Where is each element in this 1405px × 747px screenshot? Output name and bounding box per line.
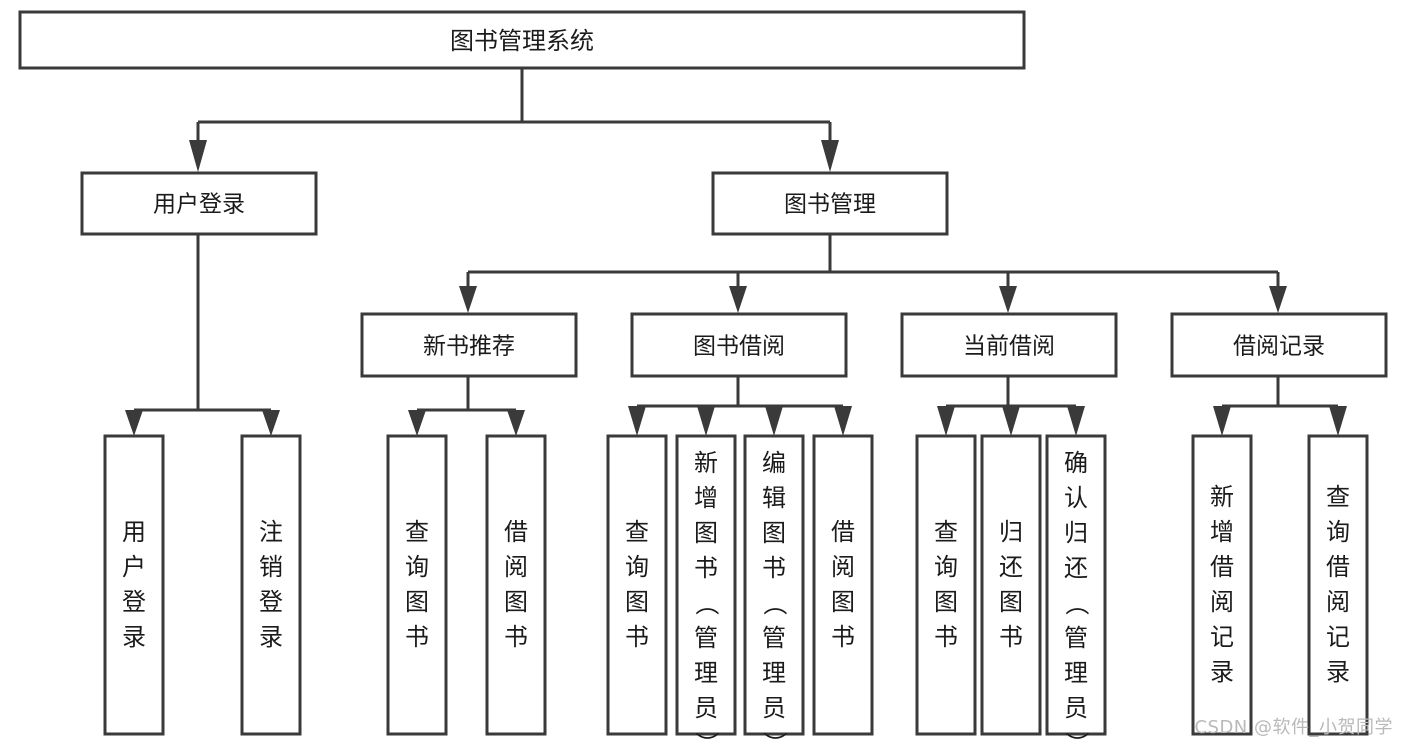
node-leaf-query-book-3[interactable]: [915, 434, 977, 736]
arrow-br-to-leaf-2: [1329, 406, 1347, 436]
user-login-box[interactable]: [80, 171, 318, 236]
node-leaf-query-book-1[interactable]: [386, 434, 448, 736]
node-leaf-add-book[interactable]: [675, 434, 737, 736]
leaf-query-book-2-box[interactable]: [606, 434, 668, 736]
node-leaf-confirm-return[interactable]: [1045, 434, 1107, 736]
book-borrow-box[interactable]: [630, 312, 848, 378]
arrow-bm-to-current-borrow: [999, 286, 1017, 313]
arrow-bb-to-leaf-3: [765, 406, 783, 436]
node-leaf-edit-book[interactable]: [743, 434, 805, 736]
arrow-nbr-to-leaf-2: [507, 410, 525, 436]
arrow-bb-to-leaf-1: [628, 406, 646, 436]
book-borrow-label: 图书借阅: [693, 334, 785, 360]
leaf-borrow-book-1-box[interactable]: [485, 434, 547, 736]
leaf-borrow-book-2-box[interactable]: [812, 434, 874, 736]
node-leaf-user-login[interactable]: [103, 434, 165, 736]
current-borrow-box[interactable]: [900, 312, 1118, 378]
arrow-bb-to-leaf-4: [834, 406, 852, 436]
node-leaf-return-book[interactable]: [980, 434, 1042, 736]
arrow-cb-to-leaf-1: [937, 406, 955, 436]
connector-layer: [125, 68, 1347, 436]
arrow-bm-to-new-book-recommend: [459, 286, 477, 313]
leaf-query-record-box[interactable]: [1307, 434, 1369, 736]
leaf-add-record-box[interactable]: [1191, 434, 1253, 736]
node-leaf-query-book-2[interactable]: [606, 434, 668, 736]
node-book-borrow[interactable]: 图书借阅: [630, 312, 848, 378]
arrow-nbr-to-leaf-1: [408, 410, 426, 436]
arrow-ul-to-leaf-1: [125, 410, 143, 436]
node-leaf-add-record[interactable]: [1191, 434, 1253, 736]
leaf-query-book-3-box[interactable]: [915, 434, 977, 736]
leaf-confirm-return-box[interactable]: [1045, 434, 1107, 736]
arrow-cb-to-leaf-3: [1067, 406, 1085, 436]
node-root[interactable]: 图书管理系统: [18, 10, 1026, 70]
leaf-query-book-1-box[interactable]: [386, 434, 448, 736]
leaf-return-book-box[interactable]: [980, 434, 1042, 736]
arrow-bm-to-book-borrow: [729, 286, 747, 313]
arrow-root-to-user-login: [189, 140, 207, 172]
watermark: CSDN @软件_小贺同学: [1194, 717, 1393, 738]
current-borrow-label: 当前借阅: [963, 334, 1055, 360]
arrow-bb-to-leaf-2: [697, 406, 715, 436]
arrow-cb-to-leaf-2: [1002, 406, 1020, 436]
node-user-login[interactable]: 用户登录: [80, 171, 318, 236]
arrow-br-to-leaf-1: [1213, 406, 1231, 436]
arrow-bm-to-borrow-record: [1269, 286, 1287, 313]
node-borrow-record[interactable]: 借阅记录: [1170, 312, 1388, 378]
leaf-user-login-box[interactable]: [103, 434, 165, 736]
borrow-record-label: 借阅记录: [1233, 334, 1325, 360]
borrow-record-box[interactable]: [1170, 312, 1388, 378]
node-leaf-logout-login[interactable]: [240, 434, 302, 736]
root-box[interactable]: [18, 10, 1026, 70]
leaf-edit-book-box[interactable]: [743, 434, 805, 736]
node-leaf-borrow-book-2[interactable]: [812, 434, 874, 736]
root-label: 图书管理系统: [450, 27, 594, 55]
node-leaf-query-record[interactable]: [1307, 434, 1369, 736]
node-book-management[interactable]: 图书管理: [711, 171, 949, 236]
user-login-label: 用户登录: [153, 192, 245, 218]
new-book-recommend-box[interactable]: [360, 312, 578, 378]
arrow-ul-to-leaf-2: [262, 410, 280, 436]
new-book-recommend-label: 新书推荐: [423, 334, 515, 360]
leaf-add-book-box[interactable]: [675, 434, 737, 736]
leaf-logout-login-box[interactable]: [240, 434, 302, 736]
node-new-book-recommend[interactable]: 新书推荐: [360, 312, 578, 378]
book-management-box[interactable]: [711, 171, 949, 236]
arrow-root-to-book-management: [821, 140, 839, 172]
node-leaf-borrow-book-1[interactable]: [485, 434, 547, 736]
book-management-label: 图书管理: [784, 192, 876, 218]
node-current-borrow[interactable]: 当前借阅: [900, 312, 1118, 378]
